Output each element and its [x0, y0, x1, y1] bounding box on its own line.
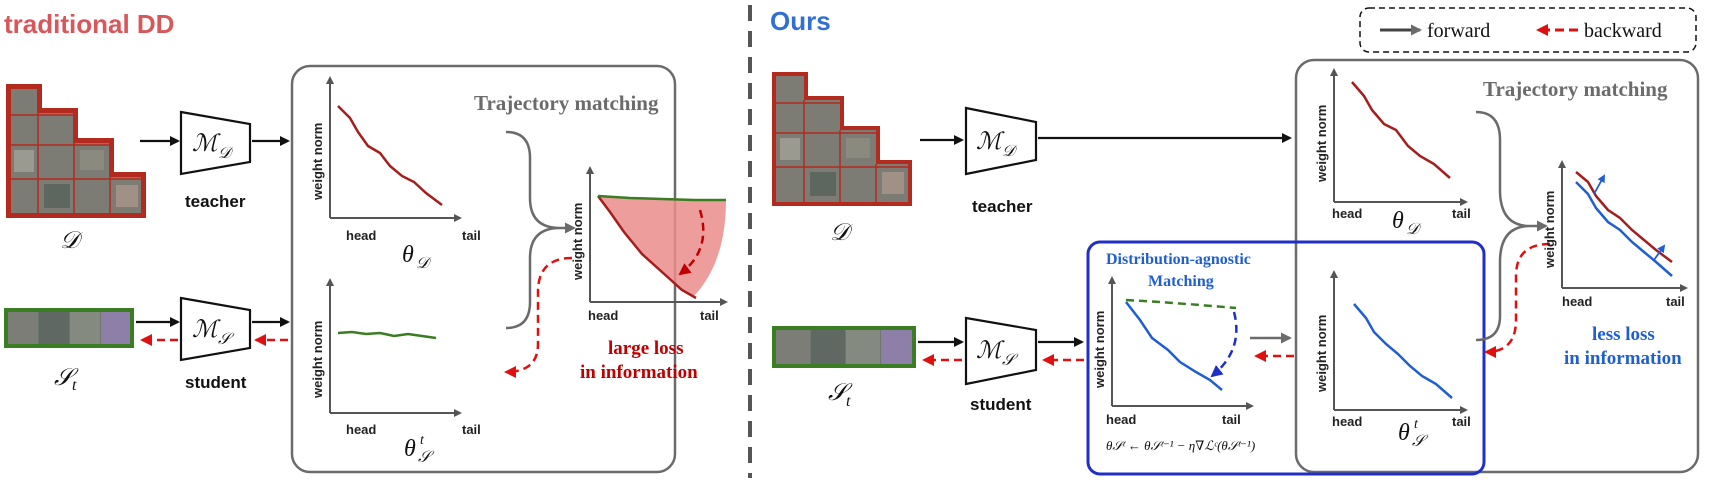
- left-compare-ylabel: weight norm: [570, 203, 585, 281]
- left-compare-student-curve: [597, 194, 726, 202]
- left-teacher-tail: tail: [462, 228, 481, 243]
- right-synthetic-dataset-subscript: t: [846, 393, 851, 410]
- real-dataset-symbol: 𝒟: [60, 228, 84, 254]
- dam-tail: tail: [1222, 412, 1241, 427]
- student-label: student: [185, 373, 247, 392]
- teacher-model-subscript: 𝒟: [218, 145, 234, 162]
- left-trajectory-panel: [290, 64, 677, 474]
- left-theta-student-sup: t: [420, 433, 425, 448]
- right-student-ylabel: weight norm: [1314, 315, 1329, 393]
- dam-update-rule: θ𝒮ᵗ ← θ𝒮ᵗ⁻¹ − η∇ℒᶜ(θ𝒮ᵗ⁻¹): [1106, 438, 1255, 453]
- left-loss-line1: large loss: [608, 338, 683, 359]
- left-theta-teacher: θ: [402, 242, 414, 268]
- right-teacher-tail: tail: [1452, 206, 1471, 221]
- left-loss-region: [598, 196, 726, 296]
- right-trajectory-title: Trajectory matching: [1483, 77, 1668, 101]
- right-section-title: Ours: [770, 6, 831, 36]
- legend: forward backward: [1359, 7, 1697, 53]
- right-student-label: student: [970, 395, 1032, 414]
- left-student-chart: [326, 278, 462, 417]
- right-compare-teacher-curve: [1575, 171, 1673, 263]
- legend-forward-label: forward: [1427, 20, 1490, 42]
- right-compare-tail: tail: [1666, 294, 1685, 309]
- left-compare-chart: [586, 166, 728, 306]
- left-loss-line2: in information: [580, 362, 698, 383]
- left-student-head: head: [346, 422, 376, 437]
- right-compare-chart: [1558, 160, 1688, 292]
- right-teacher-chart: [1330, 68, 1468, 206]
- right-loss-line2: in information: [1564, 348, 1682, 369]
- right-student-model-box: [964, 316, 1038, 386]
- right-compare-small-arrow-2: [1653, 244, 1666, 261]
- legend-box: [1359, 7, 1697, 53]
- right-loss-line1: less loss: [1592, 324, 1655, 345]
- dam-title-line2: Matching: [1148, 273, 1214, 290]
- dam-head: head: [1106, 412, 1136, 427]
- synthetic-dataset-subscript: t: [72, 377, 77, 394]
- right-student-model-symbol: ℳ: [976, 338, 1005, 364]
- right-student-tail: tail: [1452, 414, 1471, 429]
- teacher-model-symbol: ℳ: [192, 131, 221, 157]
- left-teacher-head: head: [346, 228, 376, 243]
- dam-blue-curve: [1125, 301, 1223, 391]
- left-teacher-curve: [337, 105, 443, 206]
- left-compare-tail: tail: [700, 308, 719, 323]
- dam-title-line1: Distribution-agnostic: [1106, 251, 1251, 268]
- right-real-dataset-image: [772, 72, 912, 206]
- right-backward-curve: [1484, 242, 1551, 358]
- real-dataset-image: [6, 84, 146, 218]
- left-student-ylabel: weight norm: [310, 321, 325, 399]
- dam-chart: [1108, 276, 1254, 410]
- right-synthetic-dataset-image: [772, 326, 916, 368]
- right-teacher-ylabel: weight norm: [1314, 105, 1329, 183]
- student-model-symbol: ℳ: [192, 317, 221, 343]
- synthetic-dataset-image: [4, 308, 134, 348]
- right-teacher-curve: [1351, 81, 1451, 179]
- right-theta-student: θ: [1398, 420, 1410, 446]
- right-teacher-model-symbol: ℳ: [976, 129, 1005, 155]
- right-theta-teacher: θ: [1392, 208, 1404, 234]
- left-student-tail: tail: [462, 422, 481, 437]
- right-real-dataset-symbol: 𝒟: [830, 220, 854, 246]
- right-trajectory-panel: [1294, 58, 1700, 474]
- right-theta-teacher-sub: 𝒟: [1406, 221, 1422, 238]
- right-teacher-model-subscript: 𝒟: [1002, 143, 1018, 160]
- teacher-model-box: [179, 110, 252, 176]
- right-student-curve: [1353, 303, 1453, 399]
- right-teacher-model-box: [964, 106, 1038, 176]
- right-student-chart: [1330, 270, 1468, 414]
- teacher-label: teacher: [185, 192, 246, 211]
- right-teacher-label: teacher: [972, 197, 1033, 216]
- left-trajectory-title: Trajectory matching: [474, 91, 659, 115]
- left-teacher-ylabel: weight norm: [310, 123, 325, 201]
- dam-ylabel: weight norm: [1092, 311, 1107, 389]
- left-compare-head: head: [588, 308, 618, 323]
- left-theta-teacher-sub: 𝒟: [416, 255, 432, 272]
- left-backward-curve: [504, 256, 573, 378]
- right-compare-student-curve: [1575, 181, 1673, 277]
- right-teacher-head: head: [1332, 206, 1362, 221]
- legend-backward-label: backward: [1584, 20, 1662, 42]
- left-loss-arrow: [678, 209, 705, 276]
- left-section-title: traditional DD: [4, 9, 174, 39]
- left-theta-student: θ: [404, 436, 416, 462]
- right-theta-student-sup: t: [1414, 417, 1419, 432]
- right-compare-ylabel: weight norm: [1542, 191, 1557, 269]
- left-compare-teacher-curve: [597, 195, 697, 300]
- right-compare-head: head: [1562, 294, 1592, 309]
- left-student-curve: [337, 330, 437, 340]
- right-student-head: head: [1332, 414, 1362, 429]
- student-model-box: [179, 296, 252, 362]
- dam-green-dashed-curve: [1125, 298, 1237, 310]
- distribution-agnostic-matching-box: [1086, 240, 1486, 476]
- right-compare-small-arrow-1: [1593, 174, 1605, 195]
- left-teacher-chart: [326, 76, 462, 222]
- dam-blue-arrow: [1210, 311, 1238, 378]
